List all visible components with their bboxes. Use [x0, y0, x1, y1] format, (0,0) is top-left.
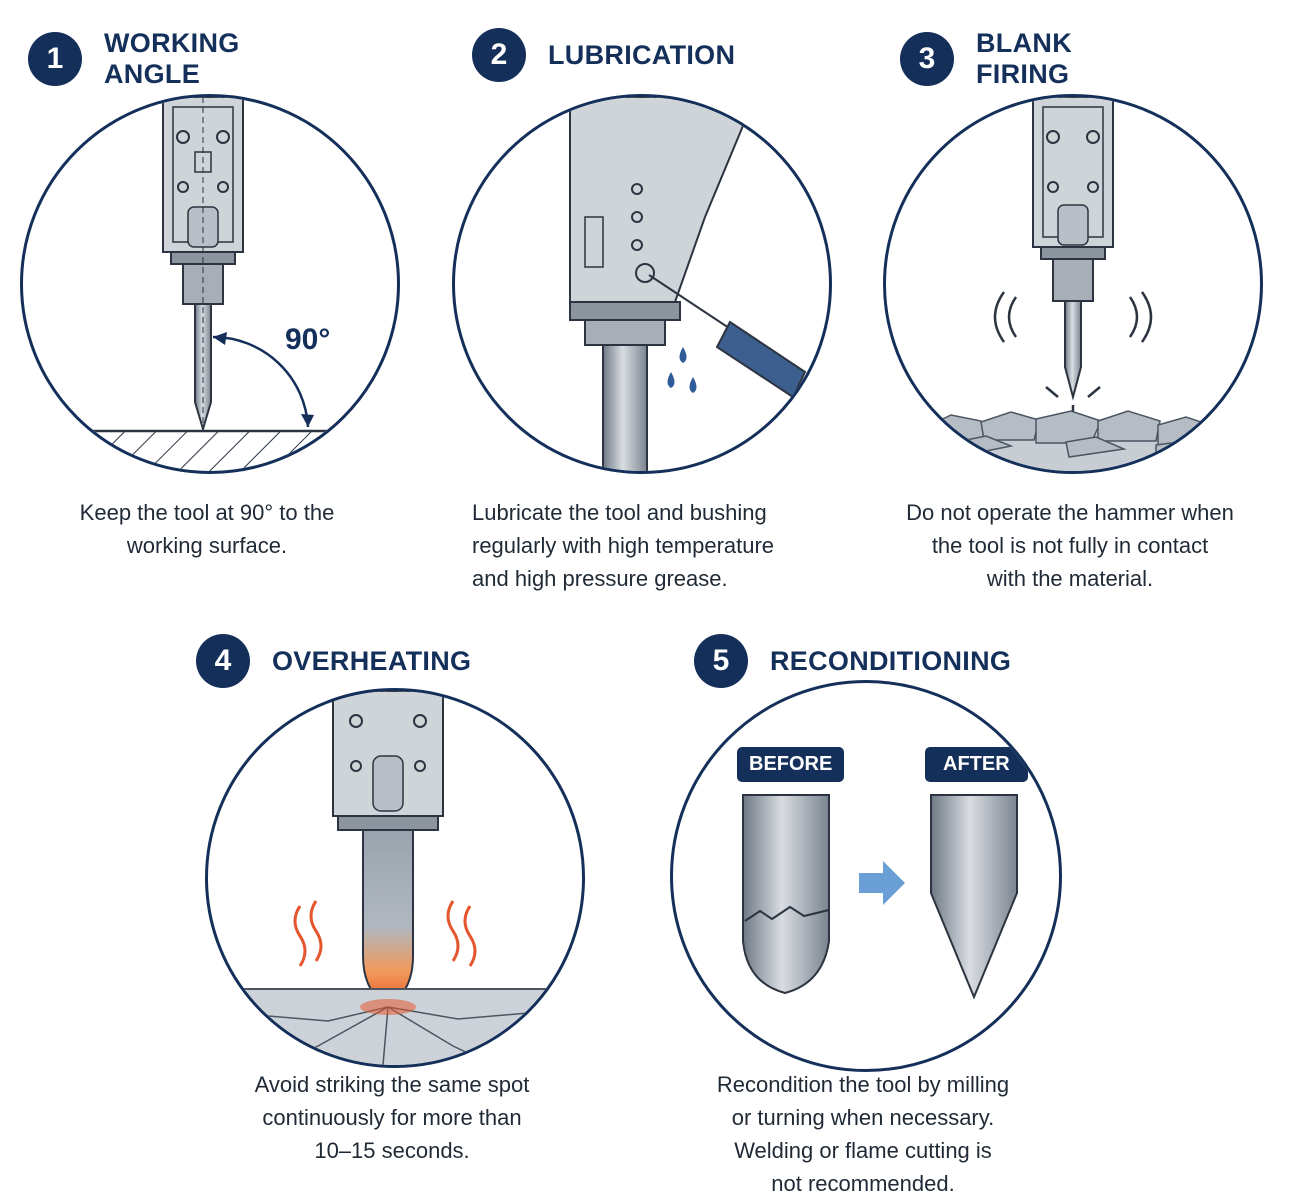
step-number-badge: 4 — [196, 634, 250, 688]
step-number-badge: 5 — [694, 634, 748, 688]
chisel-tool-icon — [194, 303, 212, 433]
arrow-right-icon — [859, 861, 905, 905]
caption-line: 10–15 seconds. — [314, 1138, 470, 1163]
illustration-circle: 90° — [20, 94, 400, 474]
caption-line: working surface. — [126, 533, 288, 558]
panel-title: BLANK FIRING — [976, 28, 1072, 89]
caption-line: not recommended. — [771, 1171, 955, 1196]
panel-caption: Recondition the tool by milling or turni… — [670, 1068, 1056, 1200]
illustration-circle — [883, 94, 1263, 474]
worn-tool-icon — [742, 794, 830, 995]
step-number-badge: 2 — [472, 28, 526, 82]
chisel-tool-icon — [362, 829, 414, 1009]
caption-line: Do not operate the hammer when — [906, 500, 1234, 525]
illustration-circle: BEFORE AFTER — [670, 680, 1062, 1072]
rock-pile-icon — [886, 410, 1260, 471]
blank-firing-illustration — [886, 97, 1260, 471]
panel-header: 2 LUBRICATION — [472, 28, 735, 82]
heat-waves-icon — [293, 900, 477, 967]
illustration-circle — [452, 94, 832, 474]
panel-title: WORKING ANGLE — [104, 28, 240, 89]
caption-line: and high pressure grease. — [472, 566, 728, 591]
ground-surface — [23, 431, 397, 471]
caption-line: or turning when necessary. — [731, 1105, 995, 1130]
overheating-illustration — [208, 691, 582, 1065]
caption-line: Avoid striking the same spot — [254, 1072, 530, 1097]
step-number-badge: 1 — [28, 32, 82, 86]
chisel-tool-icon — [602, 344, 648, 471]
working-angle-illustration — [23, 97, 397, 471]
caption-line: the tool is not fully in contact — [931, 533, 1209, 558]
panel-header: 3 BLANK FIRING — [900, 28, 1072, 90]
grease-gun-icon — [648, 274, 807, 399]
panel-header: 1 WORKING ANGLE — [28, 28, 240, 90]
panel-title: RECONDITIONING — [770, 645, 1012, 676]
illustration-circle — [205, 688, 585, 1068]
panel-title: OVERHEATING — [272, 645, 472, 676]
before-badge: BEFORE — [737, 747, 845, 782]
panel-caption: Lubricate the tool and bushing regularly… — [452, 496, 846, 595]
caption-line: Welding or flame cutting is — [734, 1138, 992, 1163]
panel-header: 4 OVERHEATING — [196, 634, 471, 688]
lubrication-illustration — [569, 97, 807, 471]
after-badge: AFTER — [925, 747, 1028, 782]
panel-caption: Do not operate the hammer when the tool … — [883, 496, 1257, 595]
reconditioning-illustration — [742, 794, 1018, 1000]
angle-arc — [212, 335, 310, 428]
panel-title: LUBRICATION — [548, 39, 736, 70]
panel-caption: Avoid striking the same spot continuousl… — [205, 1068, 579, 1167]
caption-line: Recondition the tool by milling — [716, 1072, 1010, 1097]
hammer-body-icon — [1032, 97, 1114, 302]
chisel-tool-icon — [1064, 300, 1082, 401]
panel-caption: Keep the tool at 90° to the working surf… — [20, 496, 394, 562]
caption-line: with the material. — [986, 566, 1154, 591]
cracked-ground-icon — [208, 988, 582, 1065]
panel-header: 5 RECONDITIONING — [694, 634, 1011, 688]
caption-line: Lubricate the tool and bushing — [472, 500, 767, 525]
vibration-lines-icon — [993, 291, 1153, 415]
step-number-badge: 3 — [900, 32, 954, 86]
reconditioned-tool-icon — [930, 794, 1018, 1000]
caption-line: continuously for more than — [262, 1105, 522, 1130]
grease-drops-icon — [667, 347, 697, 393]
angle-label: 90° — [285, 323, 331, 356]
hammer-body-icon — [569, 97, 757, 346]
caption-line: Keep the tool at 90° to the — [79, 500, 335, 525]
caption-line: regularly with high temperature — [472, 533, 775, 558]
hammer-body-icon — [332, 691, 444, 831]
